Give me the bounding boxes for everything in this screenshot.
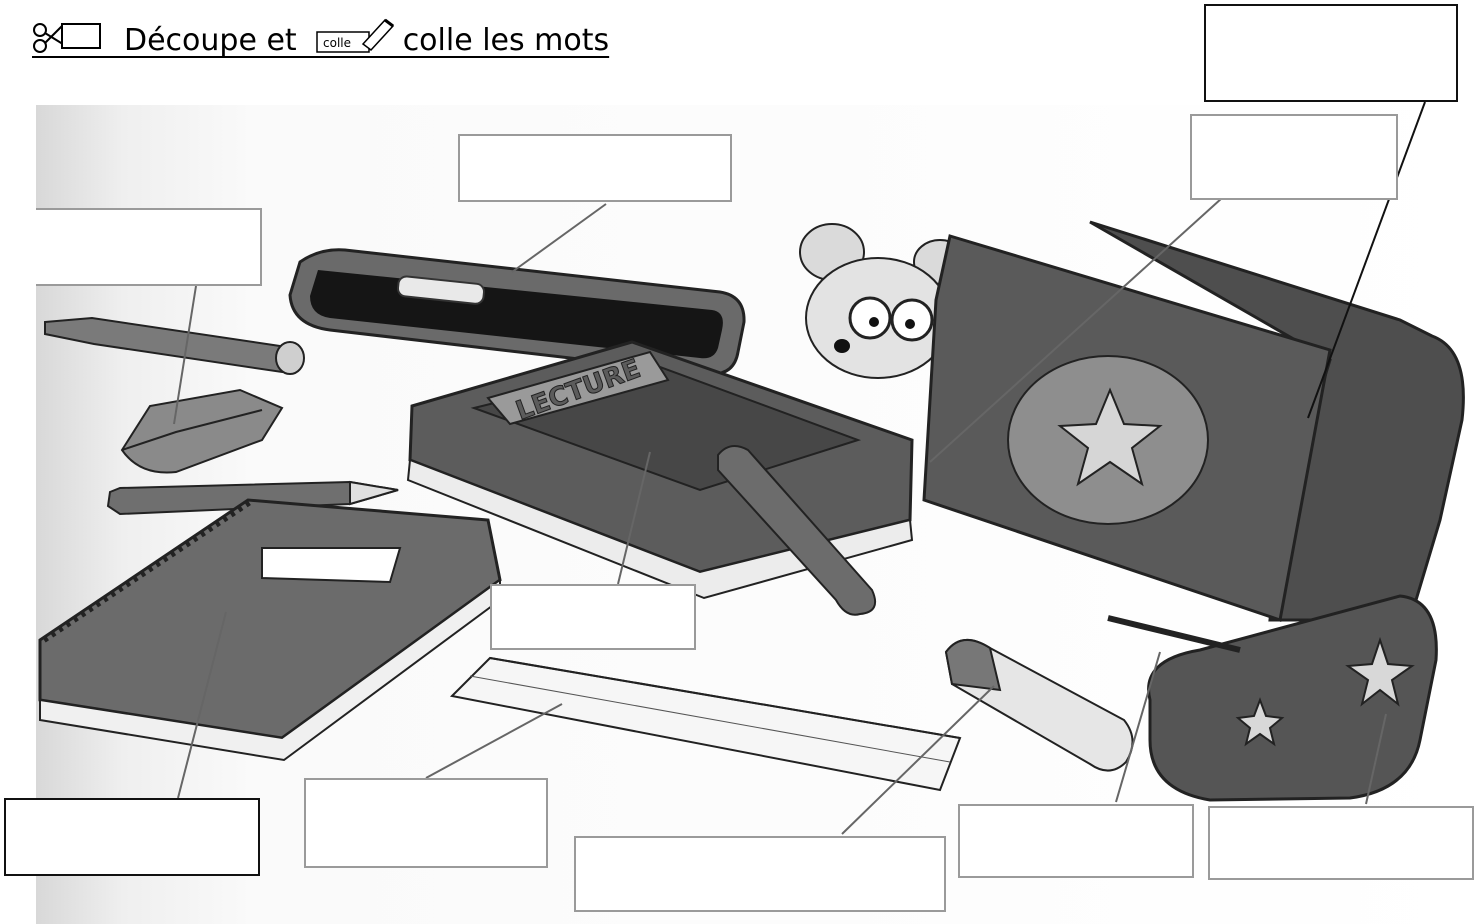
label-box-ruler[interactable]	[304, 778, 548, 868]
label-box-mouse[interactable]	[1190, 114, 1398, 200]
heading-underline	[32, 56, 600, 58]
label-box-slate[interactable]	[458, 134, 732, 202]
scissors-icon	[32, 18, 102, 58]
heading-part-paste: colle les mots	[403, 24, 609, 58]
worksheet-heading: Découpe et colle colle les mots	[32, 8, 609, 58]
heading-part-cut: Découpe et	[124, 24, 297, 58]
glue-stick-icon: colle	[315, 14, 395, 58]
label-box-eraser[interactable]	[36, 208, 262, 286]
label-box-notebook[interactable]	[4, 798, 260, 876]
label-box-schoolbag[interactable]	[1204, 4, 1458, 102]
svg-text:colle: colle	[323, 36, 351, 50]
label-box-pencil-case[interactable]	[1208, 806, 1474, 880]
label-box-book[interactable]	[490, 584, 696, 650]
label-box-glue-stick[interactable]	[574, 836, 946, 912]
label-box-pencil[interactable]	[958, 804, 1194, 878]
